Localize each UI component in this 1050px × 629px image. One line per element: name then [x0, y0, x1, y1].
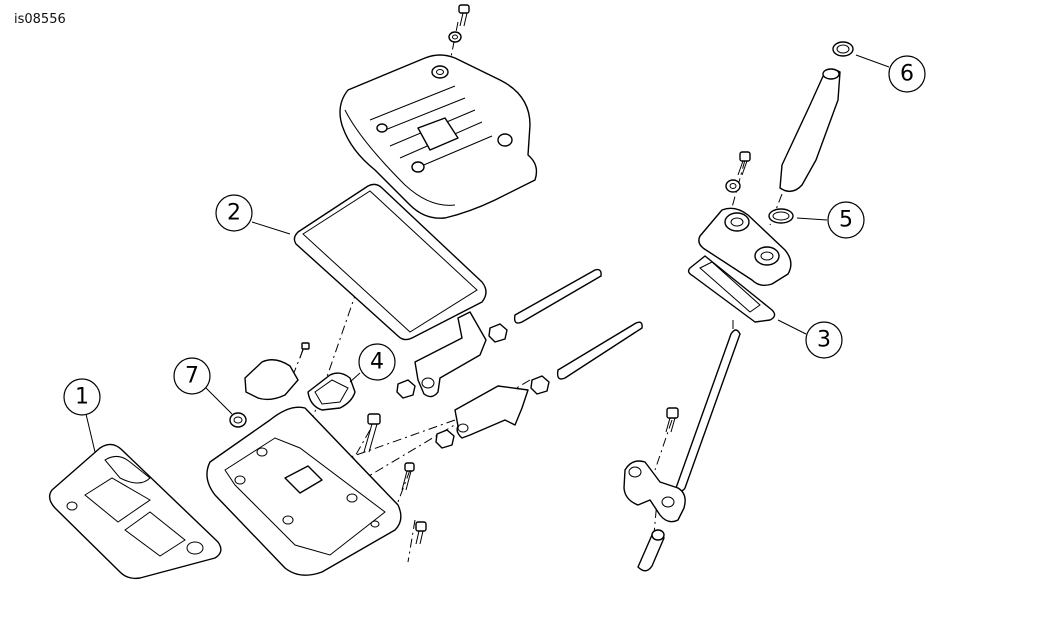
cover-bolt-icon	[458, 4, 470, 27]
pushrod	[675, 329, 741, 492]
callout-3: 3	[805, 321, 843, 359]
rocker-box-gasket	[48, 443, 222, 580]
rocker-cover	[339, 54, 538, 219]
svg-text:6: 6	[900, 62, 914, 87]
rocker-shaft-lower	[556, 321, 643, 380]
svg-text:2: 2	[227, 201, 241, 226]
breather-cover	[244, 342, 310, 401]
callout-4: 4	[358, 343, 396, 381]
callout-1: 1	[63, 378, 101, 416]
callout-leaders	[85, 54, 890, 453]
o-ring-mid	[768, 208, 794, 224]
rocker-housing	[206, 406, 402, 576]
tappet-cover-block	[698, 207, 792, 287]
rocker-cover-gasket	[293, 183, 487, 341]
callout-2: 2	[215, 194, 253, 232]
tappet-cover-gasket	[687, 255, 776, 323]
rocker-arm-lower	[454, 385, 529, 439]
svg-text:3: 3	[817, 328, 831, 353]
clip-bolt-icon	[725, 151, 751, 193]
callout-6: 6	[888, 55, 926, 93]
svg-text:7: 7	[185, 364, 199, 389]
rocker-shaft-upper	[513, 268, 602, 324]
svg-text:4: 4	[370, 350, 384, 375]
lifter-guide	[623, 460, 686, 523]
rocker-arm-upper	[414, 311, 487, 398]
breather-gasket	[307, 372, 356, 411]
hydraulic-lifter	[637, 529, 665, 572]
lifter-screw-icon	[665, 407, 679, 433]
callout-7: 7	[173, 357, 211, 395]
housing-bolt-icon	[363, 413, 427, 545]
cover-washer-icon	[448, 31, 462, 43]
pushrod-cover-tube	[779, 68, 841, 193]
breather-filter	[229, 412, 247, 428]
callout-5: 5	[827, 201, 865, 239]
svg-text:5: 5	[839, 208, 853, 233]
figure-id-label: is08556	[14, 12, 66, 27]
o-ring-top	[832, 41, 854, 57]
bushing-icon	[396, 323, 550, 449]
svg-text:1: 1	[75, 385, 89, 410]
